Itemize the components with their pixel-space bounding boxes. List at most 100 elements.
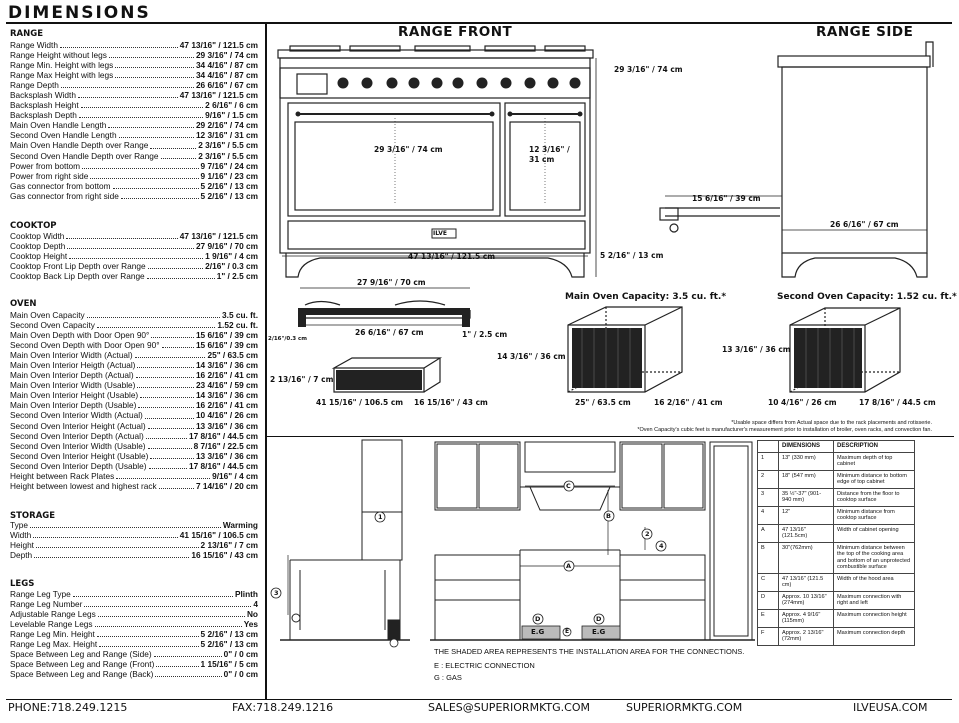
leader-dots <box>120 191 199 199</box>
marker-1: 1 <box>378 513 383 521</box>
spec-label: Second Oven Interior Width (Actual) <box>10 410 143 421</box>
leader-dots <box>67 241 194 250</box>
spec-value: 9 7/16" / 24 cm <box>200 160 258 171</box>
spec-row: Main Oven Interior Depth (Usable)16 2/16… <box>10 400 258 410</box>
spec-value: 2 3/16" / 5.5 cm <box>198 140 258 151</box>
spec-label: Second Oven Interior Depth (Usable) <box>10 460 147 471</box>
spec-value: 1.52 cu. ft. <box>217 320 258 331</box>
leader-dots <box>96 320 216 329</box>
spec-label: Second Oven Interior Height (Usable) <box>10 450 149 461</box>
spec-label: Second Oven Interior Height (Actual) <box>10 420 146 431</box>
spec-row: Main Oven Interior Heigth (Actual)14 3/1… <box>10 360 258 370</box>
spec-label: Space Between Leg and Range (Side) <box>10 649 152 660</box>
second-oven-door <box>504 102 586 217</box>
spec-label: Range Leg Min. Height <box>10 629 95 640</box>
spec-row: Space Between Leg and Range (Back)0" / 0… <box>10 669 258 679</box>
spec-label: Range Leg Type <box>10 589 71 599</box>
ref-table-cell: 4 <box>757 505 779 525</box>
spec-value: 41 15/16" / 106.5 cm <box>179 530 258 541</box>
ref-table-cell: 47 13/16" (121.5 cm) <box>778 572 834 592</box>
ref-table-cell: Approx. 2 13/16" (72mm) <box>778 626 834 646</box>
front-height-label: 29 3/16" / 74 cm <box>614 65 683 74</box>
spec-value: 12 3/16" / 31 cm <box>195 130 258 141</box>
spec-label: Range Max Height with legs <box>10 70 114 81</box>
spec-label: Main Oven Interior Width (Usable) <box>10 380 136 391</box>
leader-dots <box>115 70 194 79</box>
spec-row: Range Max Height with legs 34 4/16" / 87 … <box>10 70 258 80</box>
side-depth-label: 26 6/16" / 67 cm <box>830 220 899 229</box>
leader-dots <box>153 649 222 658</box>
spec-value: 34 4/16" / 87 cm <box>195 70 258 81</box>
leader-dots <box>137 360 194 369</box>
second-cap-depth: 17 8/16" / 44.5 cm <box>859 398 936 407</box>
main-cap-width: 25" / 63.5 cm <box>575 398 631 407</box>
leader-dots <box>84 599 252 608</box>
footer-email[interactable]: SALES@SUPERIORMKTG.COM <box>428 701 590 714</box>
spec-row: Space Between Leg and Range (Side)0" / 0… <box>10 649 258 659</box>
ref-table-cell: 30"(762mm) <box>778 541 834 574</box>
spec-value: 1" / 2.5 cm <box>216 271 258 282</box>
ref-table-cell: D <box>757 590 779 610</box>
spec-value: 15 6/16" / 39 cm <box>195 330 258 341</box>
legs-heading: LEGS <box>10 579 35 589</box>
cooktop-back-lip-label: 1" / 2.5 cm <box>462 330 508 339</box>
spec-label: Cooktop Back Lip Depth over Range <box>10 271 145 282</box>
spec-row: Second Oven Interior Depth (Actual)17 8/… <box>10 431 258 441</box>
spec-value: 0" / 0 cm <box>223 669 258 680</box>
spec-value: 4 <box>253 599 258 610</box>
range-side-heading: RANGE SIDE <box>816 24 914 40</box>
footer-divider <box>6 699 952 700</box>
main-cap-title: Main Oven Capacity: 3.5 cu. ft.* <box>565 292 727 302</box>
leader-dots <box>96 629 199 638</box>
spec-row: Second Oven Interior Width (Usable)8 7/1… <box>10 441 258 451</box>
marker-2: 2 <box>645 530 650 538</box>
ref-table-cell: 47 13/16" (121.5cm) <box>778 523 834 543</box>
spec-label: Range Min. Height with legs <box>10 60 114 71</box>
footer-site-superior[interactable]: SUPERIORMKTG.COM <box>626 701 743 714</box>
spec-value: Yes <box>243 619 258 630</box>
brand-badge <box>431 228 457 239</box>
leader-dots <box>144 410 194 419</box>
spec-value: 29 2/16" / 74 cm <box>195 120 258 131</box>
second-handle-label-b: 31 cm <box>529 155 555 164</box>
spec-value: 2/16" / 0.3 cm <box>205 261 258 272</box>
drawer-height-label: 2 13/16" / 7 cm <box>270 375 334 384</box>
oven-heading: OVEN <box>10 299 37 309</box>
ref-table-cell: 3 <box>757 487 779 507</box>
leader-dots <box>59 40 178 49</box>
leader-dots <box>34 550 190 559</box>
leader-dots <box>99 639 199 648</box>
ref-table-cell: 35 ½"-37" (901-940 mm) <box>778 487 834 507</box>
spec-label: Main Oven Handle Depth over Range <box>10 140 149 151</box>
page-title: DIMENSIONS <box>8 3 151 23</box>
footer-site-ilve[interactable]: ILVEUSA.COM <box>853 701 928 714</box>
leader-dots <box>147 441 192 449</box>
column-divider <box>265 24 267 700</box>
spec-label: Backsplash Depth <box>10 110 77 121</box>
spec-value: 9/16" / 4 cm <box>212 470 258 481</box>
leader-dots <box>90 171 199 179</box>
spec-label: Second Oven Handle Depth over Range <box>10 150 159 161</box>
ref-table-cell: A <box>757 523 779 543</box>
spec-row: Second Oven Interior Width (Actual)10 4/… <box>10 410 258 420</box>
spec-value: 14 3/16" / 36 cm <box>195 360 258 371</box>
marker-c: C <box>566 482 571 490</box>
marker-b: B <box>606 512 611 520</box>
leader-dots <box>82 161 199 169</box>
spec-value: 23 4/16" / 59 cm <box>195 380 258 391</box>
